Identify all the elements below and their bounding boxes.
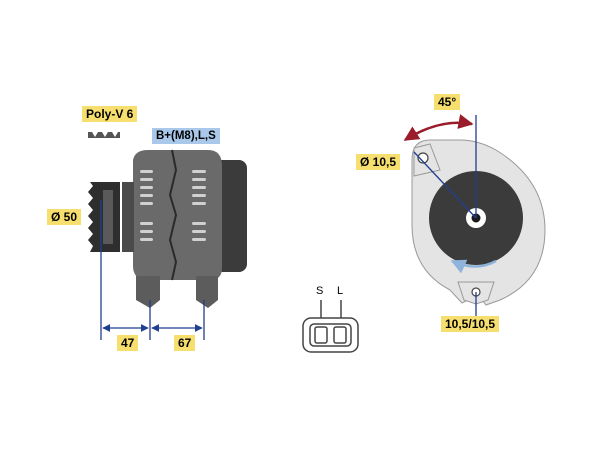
- alternator-side-view: [88, 149, 247, 308]
- upper-mounting-hole: [417, 152, 429, 164]
- cooling-slots-front: [140, 170, 153, 241]
- rotation-arrow-icon: [450, 259, 497, 274]
- hole-spacing-label: 10,5/10,5: [441, 316, 500, 332]
- dimension-lines: [100, 200, 205, 340]
- angle-reference-lines: [413, 115, 477, 318]
- plug-pin-s-label: S: [316, 285, 324, 297]
- pulley-diameter-label: Ø 50: [47, 209, 82, 225]
- front-mounting-foot: [136, 276, 160, 308]
- terminals-label: B+(M8),L,S: [152, 128, 220, 144]
- housing-seam: [168, 149, 178, 281]
- housing: [133, 150, 222, 280]
- belt-type-label: Poly-V 6: [82, 106, 138, 122]
- pulley: [88, 182, 134, 252]
- mount-angle-label: 45°: [434, 94, 461, 110]
- front-distance-label: 47: [117, 335, 139, 351]
- rear-distance-label: 67: [174, 335, 196, 351]
- plug-pin-l-label: L: [337, 285, 344, 297]
- angle-arrow: [403, 114, 474, 142]
- belt-profile-icon: [88, 132, 120, 138]
- hole-diameter-label: Ø 10,5: [356, 154, 401, 170]
- connector-plug-icon: [302, 300, 359, 353]
- alternator-front-view: [411, 139, 546, 306]
- rear-mounting-foot: [196, 276, 218, 308]
- cooling-slots-rear: [192, 170, 206, 241]
